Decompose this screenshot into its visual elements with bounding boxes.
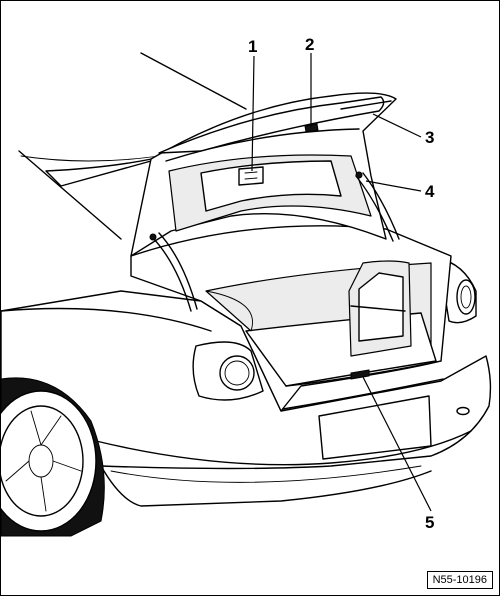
- callout-1: 1: [248, 37, 257, 56]
- trunk-lid: [130, 92, 400, 312]
- callout-5: 5: [425, 513, 434, 532]
- leader-4: [365, 180, 422, 192]
- leader-3: [372, 113, 422, 138]
- leader-lines: [251, 53, 432, 512]
- reference-code-label: N55-10196: [426, 571, 493, 589]
- callout-4: 4: [425, 182, 435, 201]
- leader-5: [362, 376, 432, 512]
- trunk-interior: [130, 225, 452, 412]
- callout-2: 2: [305, 35, 314, 54]
- rear-wheel: [1, 377, 105, 537]
- left-tail-light: [192, 341, 264, 401]
- callout-3: 3: [425, 128, 434, 147]
- leader-1: [251, 55, 255, 172]
